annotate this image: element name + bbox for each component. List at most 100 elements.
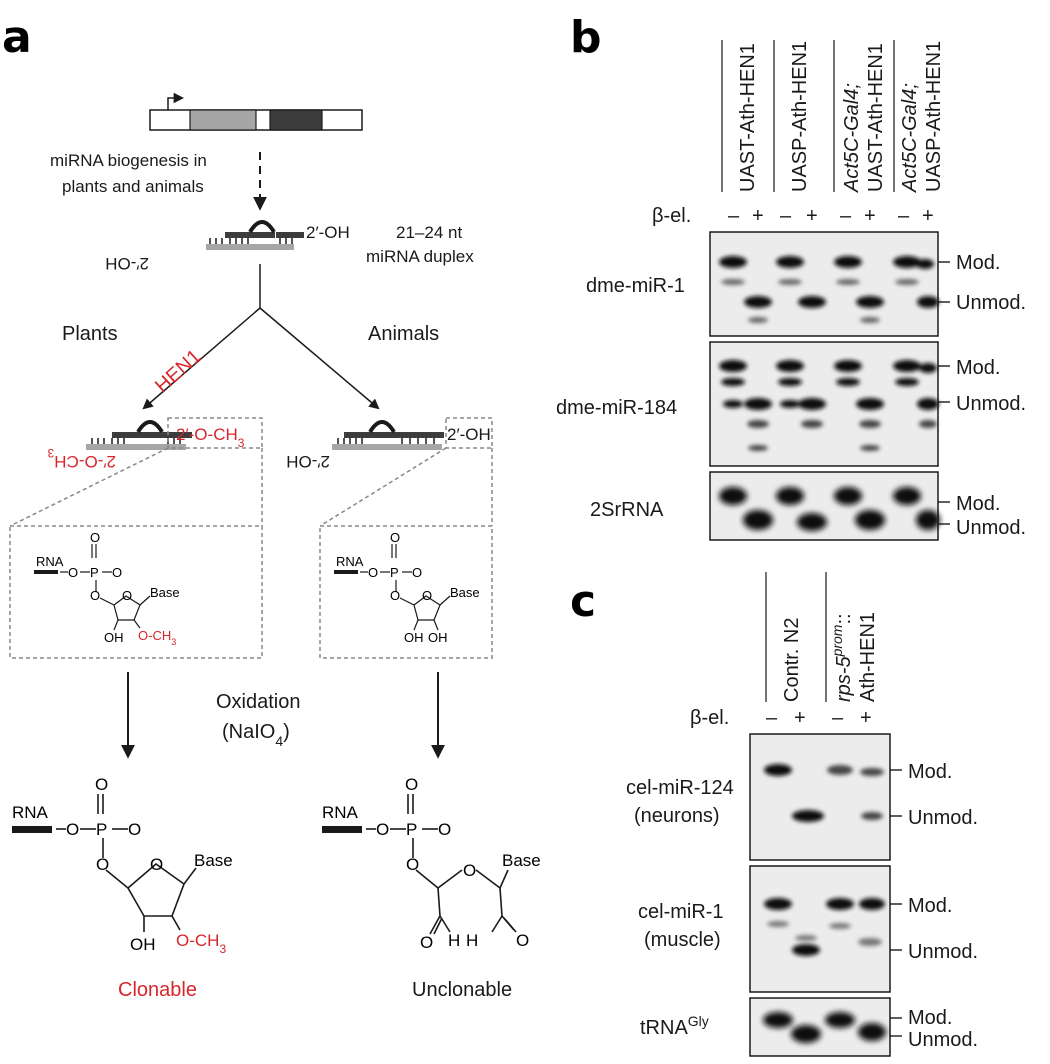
- mirna-duplex-top: [206, 220, 304, 250]
- gene-diagram: [149, 92, 363, 131]
- c-row-mir124: cel-miR-124: [626, 777, 734, 799]
- c-row-muscle: (muscle): [644, 929, 721, 951]
- b-minus-3: –: [840, 205, 852, 227]
- b-mir1-mod: Mod.: [956, 252, 1000, 274]
- clonable-o3: O: [128, 820, 141, 839]
- unclonable-label: Unclonable: [412, 979, 512, 1001]
- panel-b-column-labels: UAST-Ath-HEN1 UASP-Ath-HEN1 Act5C-Gal4; …: [721, 40, 945, 193]
- b-col-uasp: UASP-Ath-HEN1: [789, 41, 811, 192]
- c-sign-row: – + – +: [766, 707, 872, 729]
- c-mir1-mod: Mod.: [908, 895, 952, 917]
- c-row-mir1: cel-miR-1: [638, 901, 724, 923]
- b-2s-mod: Mod.: [956, 493, 1000, 515]
- c-plus-2: +: [860, 707, 872, 729]
- panel-c-column-labels: Contr. N2 rps-5prom:: Ath-HEN1: [765, 572, 879, 702]
- b-beta-el: β-el.: [652, 205, 691, 227]
- plants-label: Plants: [62, 323, 118, 345]
- animals-small-o4: O: [390, 588, 400, 603]
- plants-small-base: Base: [150, 585, 180, 600]
- animals-oh-label: 2′-OH: [447, 425, 491, 444]
- c-trna-mod: Mod.: [908, 1007, 952, 1029]
- plants-small-och3: O-CH3: [138, 628, 176, 647]
- panel-a: a miRNA biogenesis in plants and animals…: [2, 12, 541, 1001]
- animals-small-o2: O: [390, 530, 400, 545]
- clonable-rna: RNA: [12, 803, 49, 822]
- animals-zoom-box: [319, 525, 493, 659]
- b-row-mir184: dme-miR-184: [556, 397, 677, 419]
- panel-a-letter: a: [2, 12, 32, 63]
- promoter-arrow-icon: [167, 92, 185, 110]
- animals-oh-rotated: 2′-OH: [286, 452, 330, 471]
- plants-small-oh: OH: [104, 630, 124, 645]
- c-beta-el: β-el.: [690, 707, 729, 729]
- animals-small-base: Base: [450, 585, 480, 600]
- c-blot-mir124: [749, 733, 891, 861]
- plants-och3-rotated: 2′-O-CH3: [47, 446, 116, 471]
- clonable-o5: O: [150, 855, 163, 874]
- c-row-neurons: (neurons): [634, 805, 720, 827]
- c-mir1-unmod: Unmod.: [908, 941, 978, 963]
- plants-och3-label: 2′-O-CH3: [176, 425, 245, 450]
- b-plus-2: +: [806, 205, 818, 227]
- animals-small-o3: O: [412, 565, 422, 580]
- animals-small-p: P: [390, 565, 399, 580]
- mirna-duplex-animals: [332, 420, 444, 450]
- plants-arrow: [142, 307, 261, 410]
- unclonable-p: P: [406, 820, 417, 839]
- plants-small-o1: O: [68, 565, 78, 580]
- c-mir124-mod: Mod.: [908, 761, 952, 783]
- c-blot-trna: [749, 997, 891, 1057]
- unclonable-o7: O: [516, 931, 529, 950]
- animals-small-oh2: OH: [428, 630, 448, 645]
- unclonable-structure: [322, 794, 517, 935]
- plants-zoom-box: [9, 525, 263, 659]
- c-minus-2: –: [832, 707, 844, 729]
- unclonable-o4: O: [406, 855, 419, 874]
- panel-b: b UAST-Ath-HEN1 UASP-Ath-HEN1 Act5C-Gal4…: [556, 12, 1026, 541]
- unclonable-h1: H: [448, 931, 460, 950]
- animals-small-structure: [334, 544, 451, 631]
- plants-small-p: P: [90, 565, 99, 580]
- animals-highlight-box: [445, 417, 493, 449]
- duplex-oh-label-rotated: 2′-OH: [105, 254, 149, 273]
- b-col-uast: UAST-Ath-HEN1: [737, 43, 759, 192]
- b-mir184-unmod: Unmod.: [956, 393, 1026, 415]
- plants-highlight-box: [167, 417, 263, 449]
- animals-small-o5: O: [422, 588, 432, 603]
- plants-small-o4: O: [90, 588, 100, 603]
- b-minus-4: –: [898, 205, 910, 227]
- clonable-o1: O: [66, 820, 79, 839]
- clonable-base: Base: [194, 851, 233, 870]
- panel-b-letter: b: [570, 12, 602, 63]
- b-minus-1: –: [728, 205, 740, 227]
- zoom-guides: [9, 447, 493, 527]
- biogenesis-text-2: plants and animals: [62, 177, 204, 196]
- plants-small-o2: O: [90, 530, 100, 545]
- clonable-oh: OH: [130, 935, 156, 954]
- b-col-act5c-1: Act5C-Gal4;: [841, 83, 863, 193]
- c-mir124-unmod: Unmod.: [908, 807, 978, 829]
- b-2s-unmod: Unmod.: [956, 517, 1026, 539]
- b-row-mir1: dme-miR-1: [586, 275, 685, 297]
- b-plus-1: +: [752, 205, 764, 227]
- animals-small-o1: O: [368, 565, 378, 580]
- c-col-rps5: rps-5prom::: [829, 613, 855, 702]
- clonable-p: P: [96, 820, 107, 839]
- plants-small-rna: RNA: [36, 554, 64, 569]
- clonable-o2: O: [95, 775, 108, 794]
- b-blot-mir1: [709, 231, 939, 337]
- biogenesis-text-1: miRNA biogenesis in: [50, 151, 207, 170]
- clonable-och3: O-CH3: [176, 931, 226, 956]
- b-mir1-unmod: Unmod.: [956, 292, 1026, 314]
- animals-small-rna: RNA: [336, 554, 364, 569]
- panel-c: c Contr. N2 rps-5prom:: Ath-HEN1 β-el. –…: [570, 572, 978, 1057]
- clonable-o4: O: [96, 855, 109, 874]
- b-blot-2srrna: [709, 471, 940, 541]
- b-plus-4: +: [922, 205, 934, 227]
- duplex-name-text: miRNA duplex: [366, 247, 474, 266]
- b-col-act5c-2: Act5C-Gal4;: [899, 83, 921, 193]
- b-mir184-mod: Mod.: [956, 357, 1000, 379]
- animals-arrow: [259, 307, 380, 410]
- b-col-uasp-2: UASP-Ath-HEN1: [923, 41, 945, 192]
